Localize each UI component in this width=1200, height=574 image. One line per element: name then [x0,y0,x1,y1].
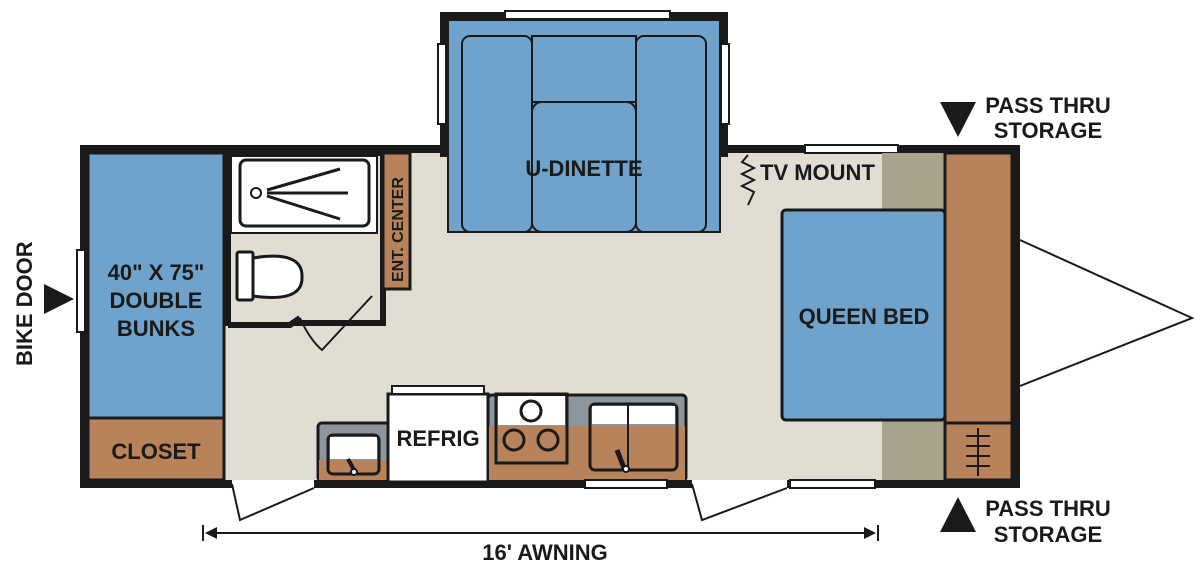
double-bunks [86,151,226,420]
window [804,144,899,154]
entertainment-center [381,151,412,291]
tv-mount-label: TV MOUNT [760,160,875,185]
stove [494,392,569,465]
refrigerator [386,392,490,484]
closet [86,416,226,482]
window [789,479,876,489]
window [720,43,730,125]
shower-spray-icon [266,167,348,221]
window [504,10,671,20]
shower-drain-icon [250,187,262,199]
entry-door-2[interactable] [691,483,788,522]
bike-door[interactable] [76,249,86,333]
ent-center-label: ENT. CENTER [390,177,407,282]
window [437,43,447,125]
u-dinette [447,19,721,233]
bike-door-arrow-icon [44,284,74,314]
bunks-label-line1: 40" X 75" [108,260,205,285]
pass-thru-top-arrow-icon [940,102,976,137]
closet-label: CLOSET [111,439,201,464]
toilet-icon [235,250,304,302]
bunks-label-line2: DOUBLE [110,288,203,313]
pass-thru-storage [943,151,1014,425]
dinette-label: U-DINETTE [525,156,642,181]
awning-label: 16' AWNING [482,540,607,565]
shelf-icon [966,428,990,476]
stove-burners-icon [502,399,560,452]
pass-thru-bottom-arrow-icon [940,497,976,532]
window [584,479,668,489]
pass-thru-bottom-label-2: STORAGE [994,522,1102,547]
bunks-label-line3: BUNKS [117,316,195,341]
pass-thru-top-label-1: PASS THRU [985,93,1111,118]
refrig-label: REFRIG [396,426,479,451]
bike-door-label: BIKE DOOR [12,241,37,366]
entry-door-1[interactable] [231,483,315,522]
pass-thru-bottom-label-1: PASS THRU [985,496,1111,521]
queen-bed-label: QUEEN BED [799,304,930,329]
bath-door-swing [299,295,373,352]
pass-thru-top-label-2: STORAGE [994,118,1102,143]
double-sink [588,402,679,472]
tv-mount-icon [739,154,757,206]
hitch [1019,239,1195,387]
awning-dimension-line [202,525,879,541]
